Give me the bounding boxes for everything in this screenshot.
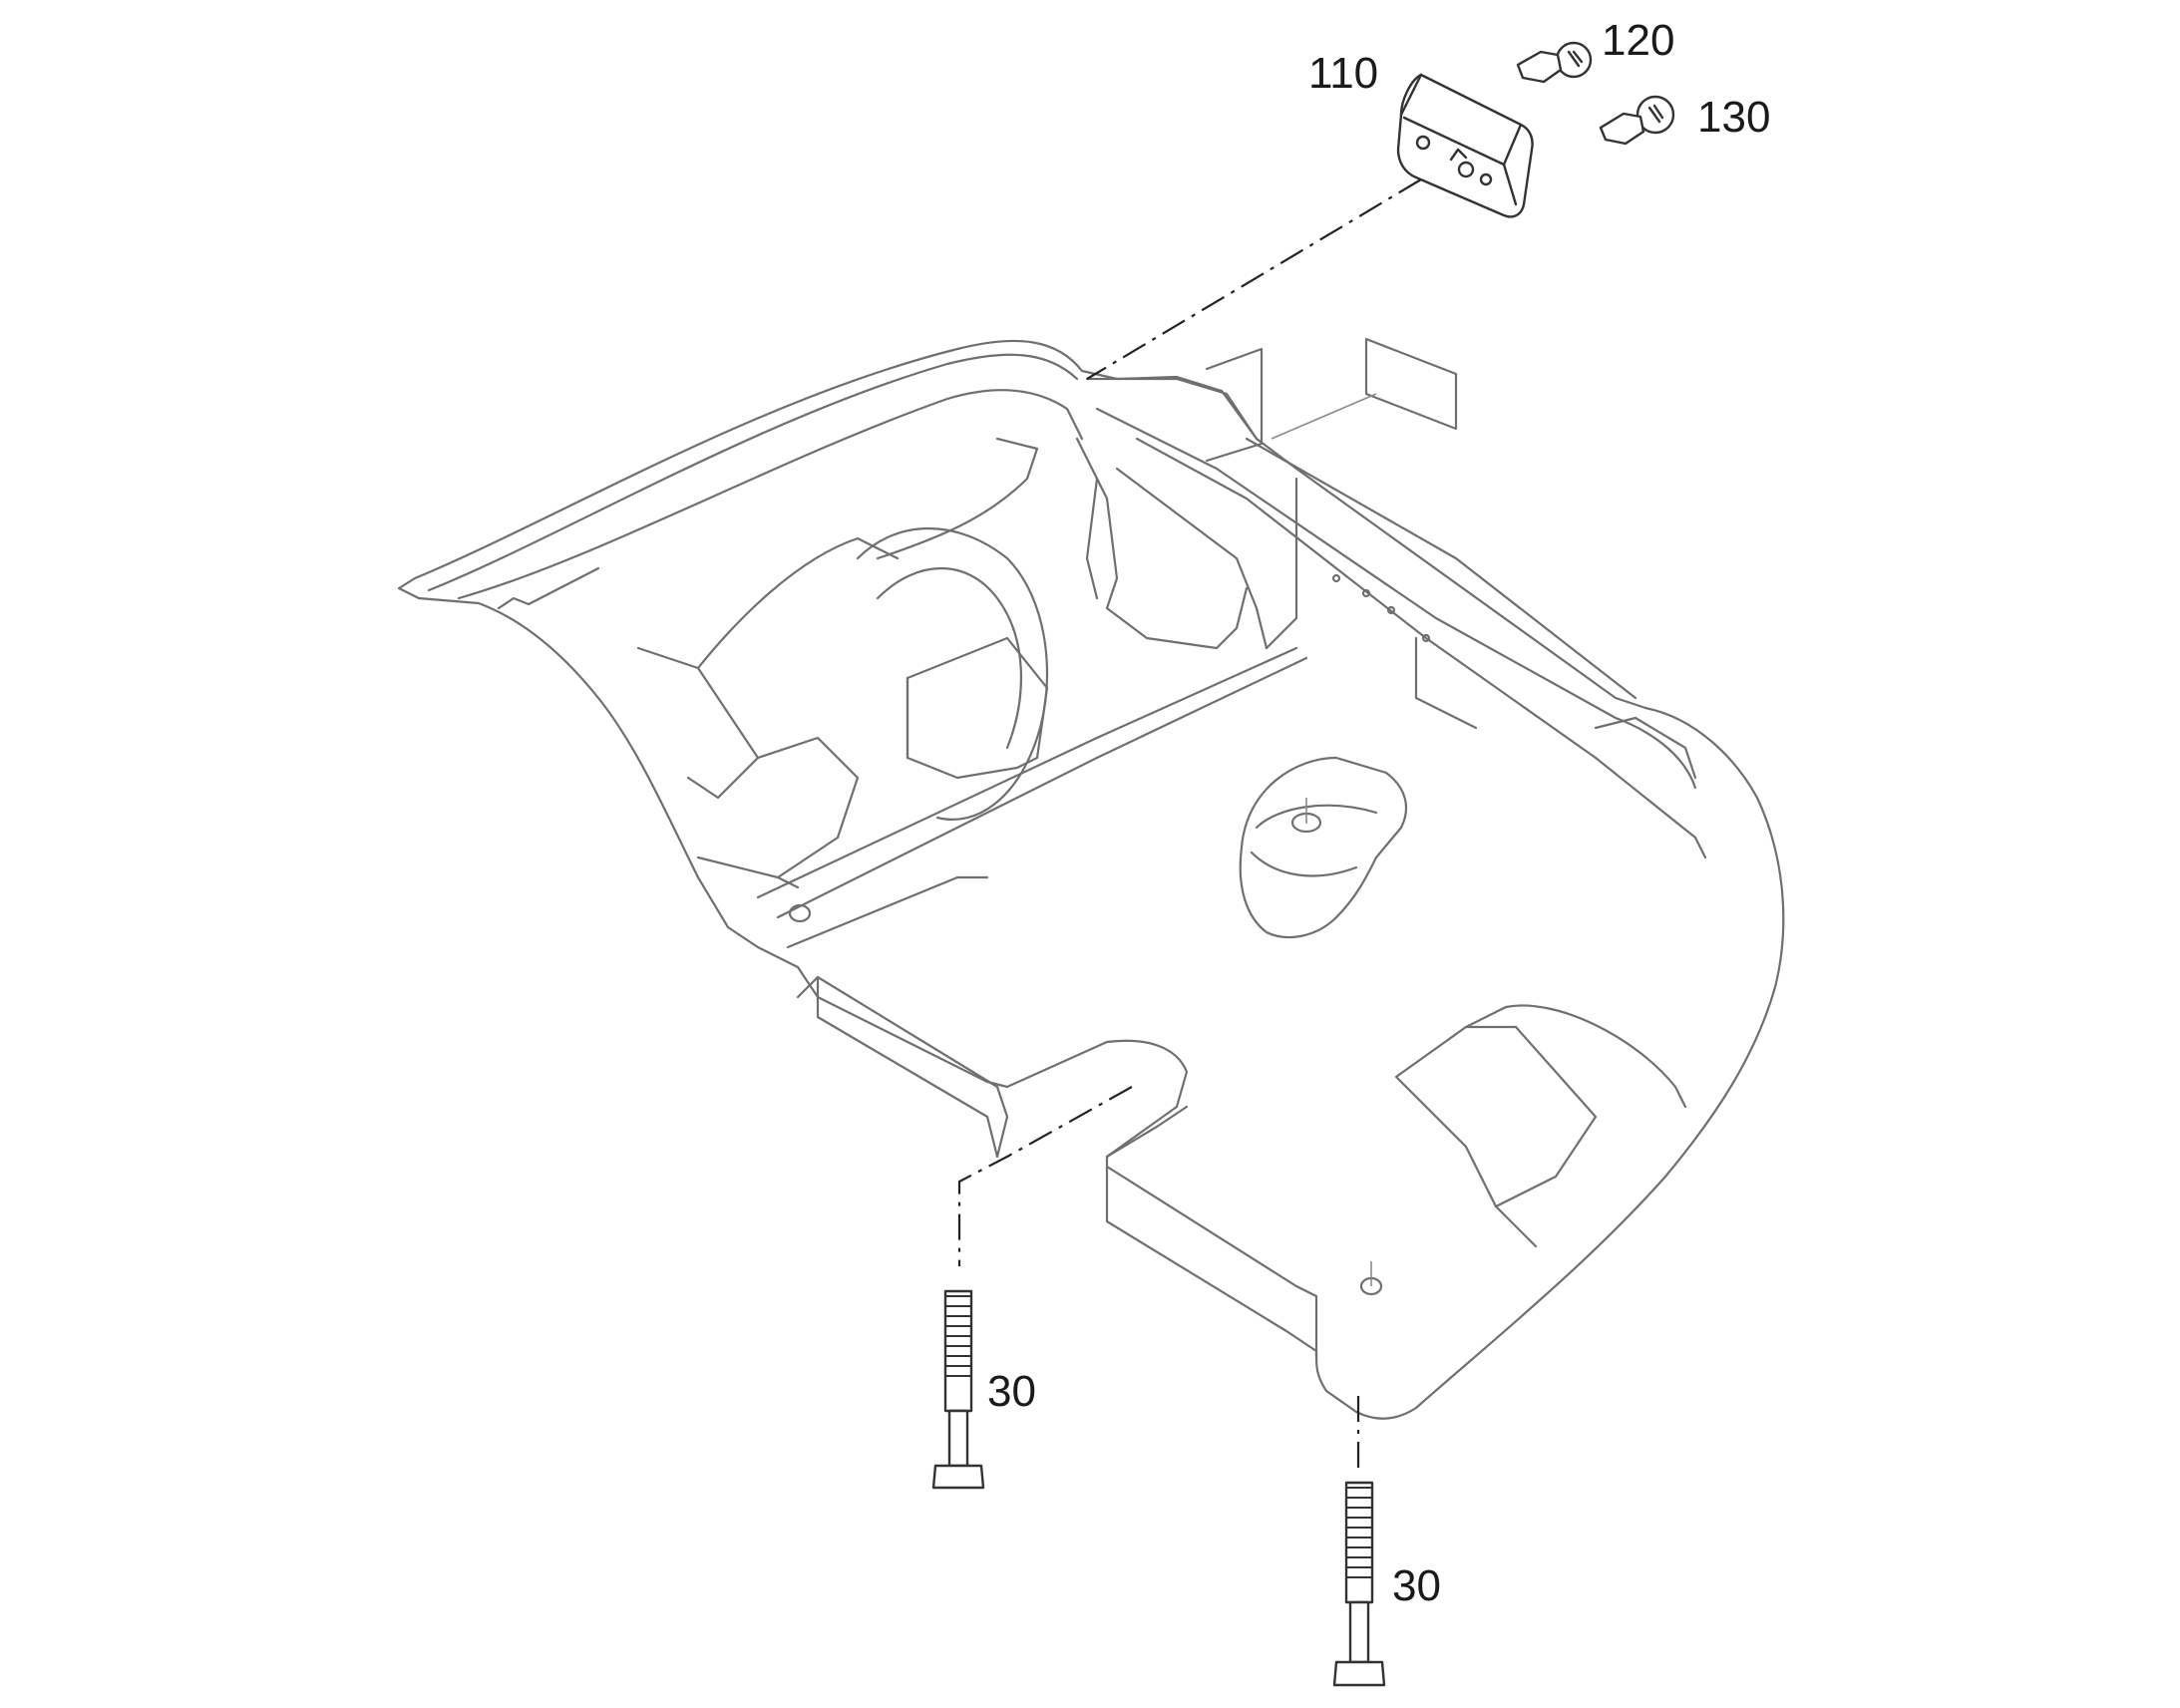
callout-30-left: 30	[987, 1367, 1036, 1416]
callout-110: 110	[1308, 49, 1378, 98]
callout-120: 120	[1602, 16, 1674, 65]
assembly-leader-lines	[957, 178, 1422, 1476]
bulb-120	[1516, 41, 1593, 84]
bolt-right	[1332, 1481, 1386, 1687]
callout-30-right: 30	[1392, 1561, 1441, 1610]
trunk-floor-assembly	[397, 337, 1785, 1420]
callout-130: 130	[1697, 93, 1770, 142]
bulb-130	[1599, 95, 1675, 146]
lamp-housing	[1396, 73, 1534, 218]
bolt-left	[931, 1289, 985, 1490]
